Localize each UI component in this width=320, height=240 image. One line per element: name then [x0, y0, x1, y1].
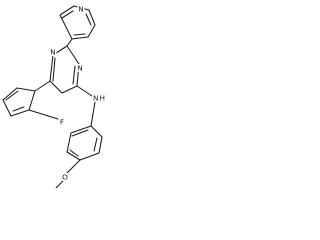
- bond-line: [59, 5, 75, 16]
- bond-line: [61, 10, 74, 19]
- bond-lines: [2, 5, 103, 188]
- bond-line: [12, 106, 25, 112]
- amine-nitrogen-label: N: [93, 94, 98, 103]
- bond-line: [73, 33, 86, 36]
- bond-line: [59, 14, 73, 40]
- methoxy-oxygen-label: O: [62, 173, 68, 182]
- bond-line: [79, 152, 100, 161]
- bond-line: [28, 90, 36, 111]
- bond-line: [85, 13, 92, 26]
- bond-line: [76, 85, 93, 97]
- bond-line: [10, 109, 30, 117]
- bond-line: [71, 36, 89, 40]
- amine-hydrogen-label: H: [100, 94, 106, 103]
- bond-line: [28, 109, 59, 120]
- atom-labels: N N N F N H O: [49, 5, 108, 182]
- bond-line: [66, 45, 80, 65]
- bond-line: [98, 136, 103, 154]
- bond-line: [90, 125, 103, 138]
- bond-line: [88, 9, 96, 26]
- bond-line: [49, 80, 63, 94]
- bond-line: [66, 151, 81, 161]
- bond-line: [34, 80, 51, 92]
- bond-line: [65, 159, 81, 175]
- bond-line: [61, 85, 78, 94]
- bond-line: [2, 99, 12, 117]
- bond-line: [70, 125, 92, 134]
- bond-line: [87, 24, 96, 38]
- pyrimidine-nitrogen-right-label: N: [77, 64, 82, 73]
- bond-line: [49, 54, 54, 82]
- fluorine-label: F: [60, 118, 64, 127]
- structure-diagram: N N N F N H O: [2, 5, 108, 188]
- bond-line: [93, 137, 98, 152]
- bond-line: [66, 132, 72, 153]
- bond-line: [52, 57, 56, 82]
- bond-line: [5, 90, 19, 101]
- bond-line: [90, 101, 96, 127]
- bond-line: [72, 65, 76, 85]
- bond-line: [66, 38, 73, 47]
- bond-line: [16, 87, 36, 92]
- bond-line: [71, 129, 89, 137]
- bond-line: [69, 149, 79, 157]
- bond-line: [2, 87, 18, 101]
- bond-line: [55, 179, 65, 188]
- pyridine-nitrogen-label: N: [78, 5, 83, 14]
- pyrimidine-nitrogen-left-label: N: [50, 48, 55, 57]
